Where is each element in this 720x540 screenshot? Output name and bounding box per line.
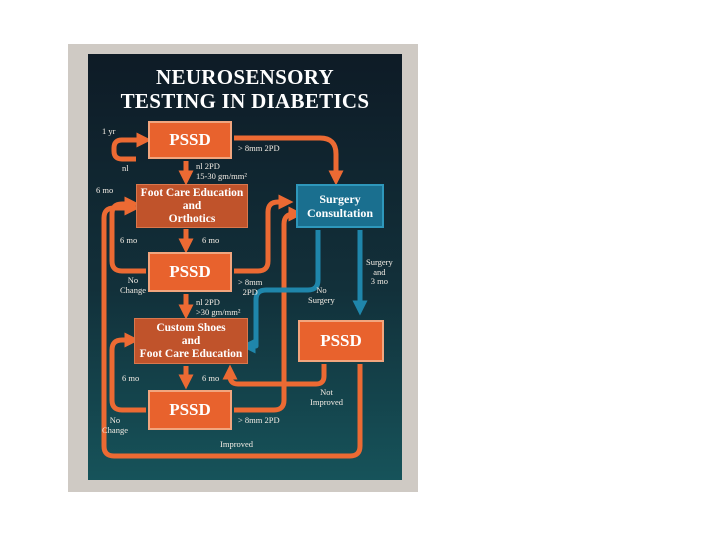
foot-care-education-box: Foot Care Education and Orthotics <box>136 184 248 228</box>
arrow-loop-6mo-upper <box>109 196 146 274</box>
label-not-improved: Not Improved <box>310 387 344 407</box>
label-6mo-e: 6 mo <box>202 373 220 383</box>
arrow-loop-6mo-lower <box>109 332 146 413</box>
label-6mo-b: 6 mo <box>120 235 138 245</box>
label-gt-8mm-bottom: > 8mm 2PD <box>238 415 280 425</box>
arrow-pssd-mid-to-surgery <box>234 194 294 274</box>
surgery-consultation-box: Surgery Consultation <box>296 184 384 228</box>
pssd-box-bottom-label: PSSD <box>169 400 211 419</box>
pssd-box-top: PSSD <box>148 121 232 159</box>
pssd-box-right: PSSD <box>298 320 384 362</box>
label-gt-8mm-mid: > 8mm 2PD <box>238 277 263 297</box>
label-surgery-3mo: Surgery and 3 mo <box>366 257 393 286</box>
pssd-box-middle-label: PSSD <box>169 262 211 281</box>
pssd-box-middle: PSSD <box>148 252 232 292</box>
label-6mo-c: 6 mo <box>202 235 220 245</box>
label-nl-2pd-gt30: nl 2PD >30 gm/mm² <box>196 297 241 317</box>
arrow-pssd-to-surgery <box>234 135 344 186</box>
arrow-improved <box>101 200 363 459</box>
flow-arrows <box>101 132 368 459</box>
pssd-box-right-label: PSSD <box>320 331 362 350</box>
label-gt-8mm-top: > 8mm 2PD <box>238 143 280 153</box>
surgery-consultation-label: Surgery Consultation <box>306 192 374 220</box>
label-6mo-d: 6 mo <box>122 373 140 383</box>
pssd-box-top-label: PSSD <box>169 130 211 149</box>
pssd-box-bottom: PSSD <box>148 390 232 430</box>
arrow-loop-1yr <box>111 132 152 162</box>
arrow-not-improved <box>222 364 327 387</box>
label-no-change-1: No Change <box>120 275 146 295</box>
arrow-no-surgery <box>240 230 321 354</box>
poster-title-line-1: NEUROSENSORY <box>156 65 334 89</box>
foot-care-education-label: Foot Care Education and Orthotics <box>140 186 244 225</box>
label-1yr: 1 yr <box>102 126 116 136</box>
label-nl-2pd-15-30: nl 2PD 15-30 gm/mm² <box>196 161 247 181</box>
label-no-surgery: No Surgery <box>308 285 335 305</box>
custom-shoes-label: Custom Shoes and Foot Care Education <box>139 321 243 360</box>
label-nl: nl <box>122 163 129 173</box>
arrow-pssd-bottom-to-surgery <box>234 206 304 413</box>
poster-title-line-2: TESTING IN DIABETICS <box>120 89 370 113</box>
label-6mo-a: 6 mo <box>96 185 114 195</box>
custom-shoes-box: Custom Shoes and Foot Care Education <box>134 318 248 364</box>
flowchart-poster: NEUROSENSORY TESTING IN DIABETICS <box>88 54 402 480</box>
label-no-change-2: No Change <box>102 415 128 435</box>
label-improved: Improved <box>220 439 254 449</box>
